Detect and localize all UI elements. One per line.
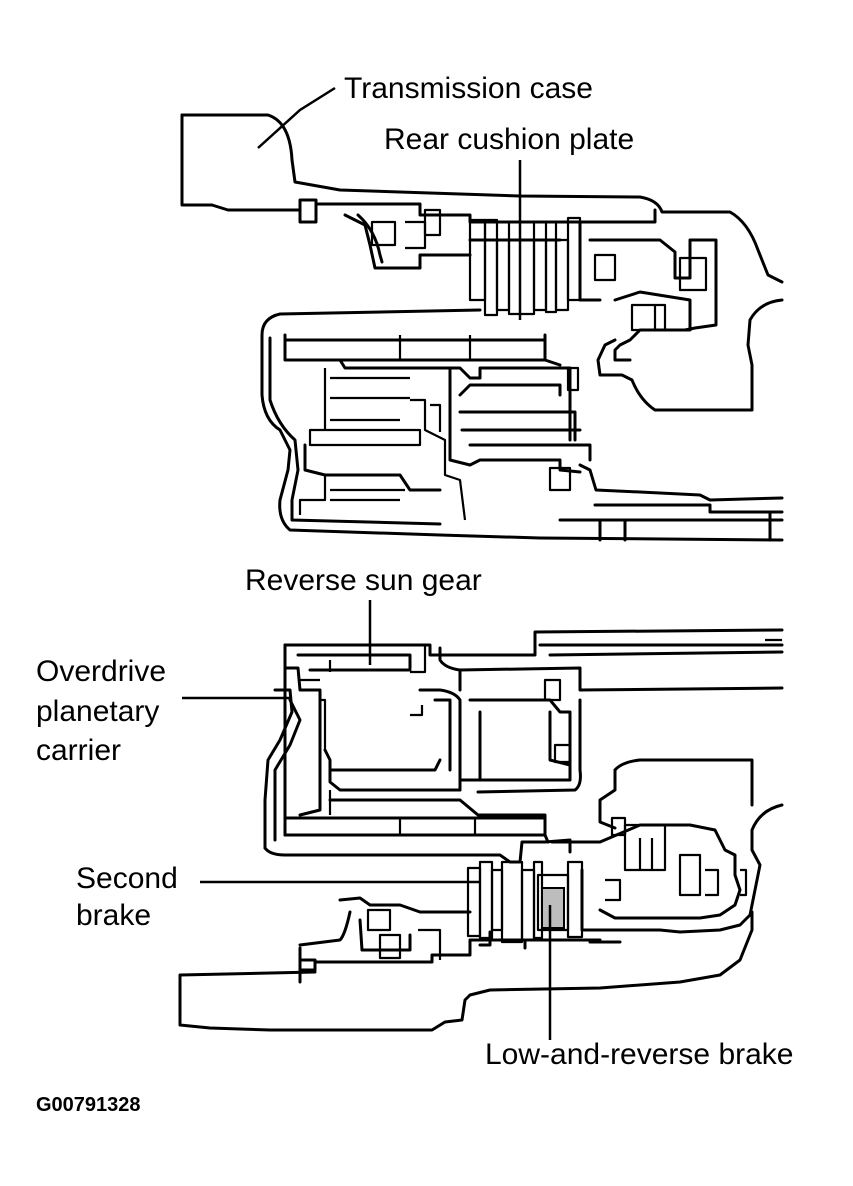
overdrive-label-line2: planetary <box>36 695 160 728</box>
rear-cushion-plate-label: Rear cushion plate <box>384 123 635 156</box>
transmission-case-label: Transmission case <box>344 72 593 105</box>
figure-code: G00791328 <box>36 1094 141 1116</box>
overdrive-label-line1: Overdrive <box>36 655 167 688</box>
overdrive-label-line3: carrier <box>36 734 122 767</box>
upper-section-drawing <box>180 113 784 542</box>
lower-section-drawing <box>178 628 784 1032</box>
second-brake-label-line2: brake <box>76 899 152 932</box>
reverse-sun-gear-label: Reverse sun gear <box>245 564 482 597</box>
transmission-case-leader <box>257 86 336 149</box>
second-brake-label-line1: Second <box>76 862 178 895</box>
low-and-reverse-brake-label: Low-and-reverse brake <box>485 1038 794 1071</box>
upper-transmission-case <box>180 113 784 284</box>
